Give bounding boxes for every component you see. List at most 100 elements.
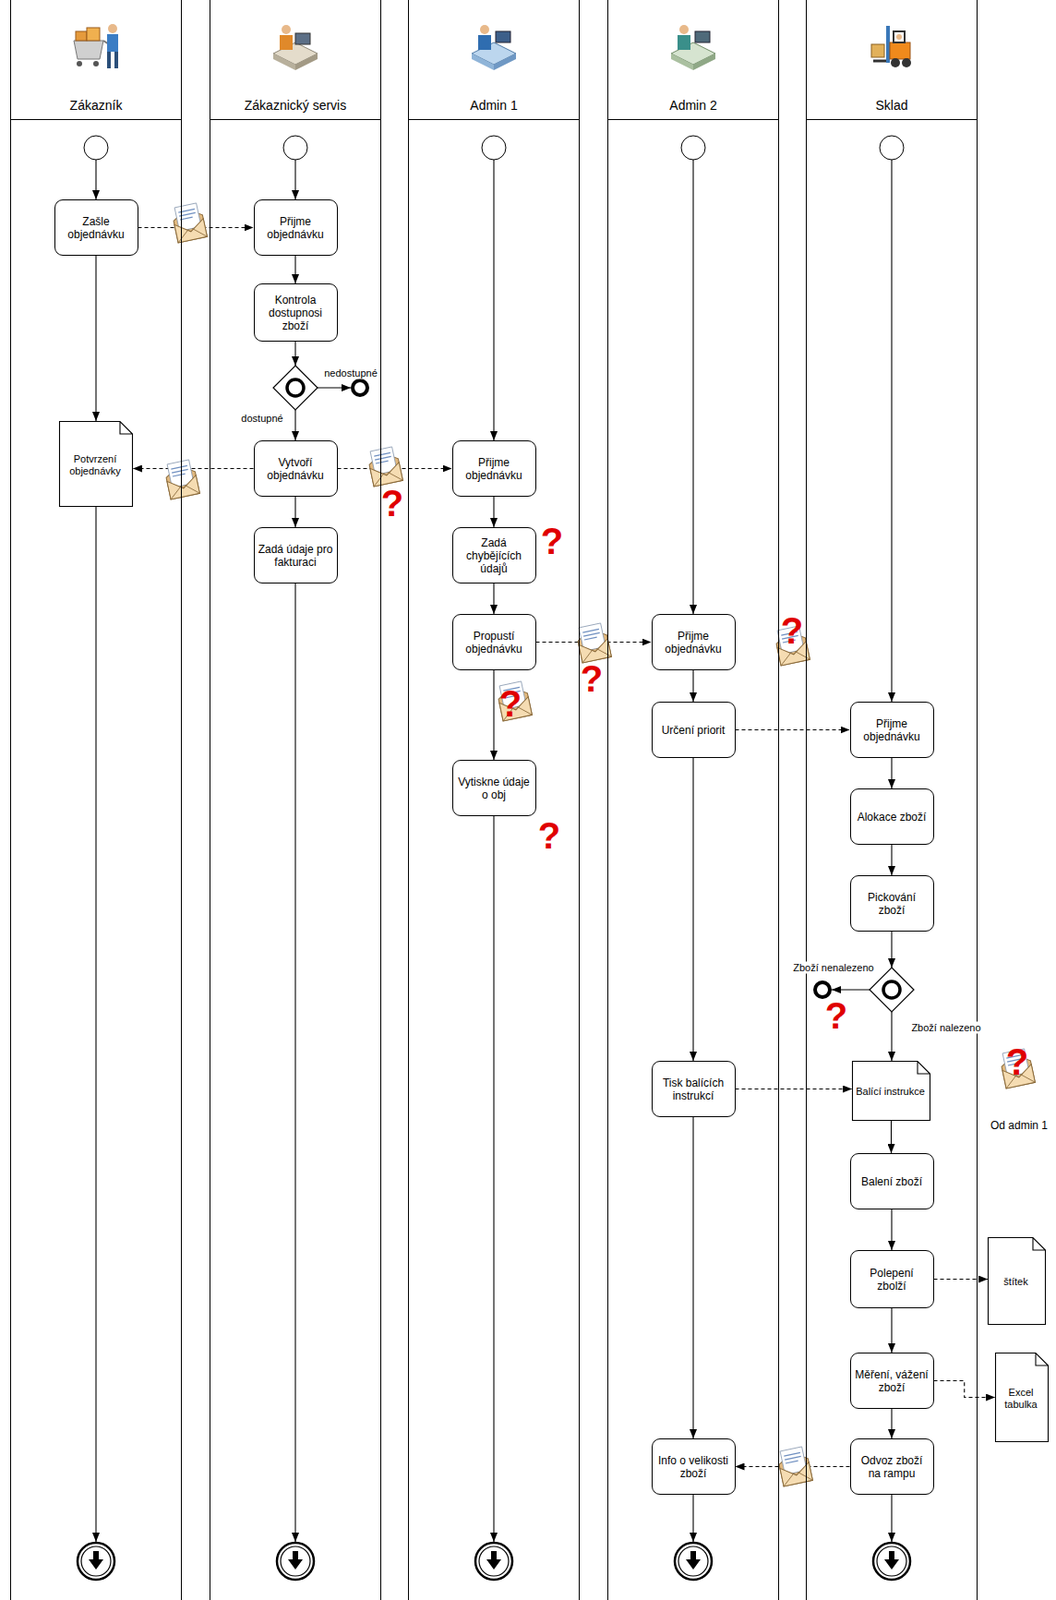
question-mark: ? <box>1006 1042 1029 1081</box>
message-flow <box>934 1380 996 1398</box>
task-label: Přijme objednávku <box>456 456 532 482</box>
document-label: štítek <box>1003 1275 1028 1288</box>
message-flow <box>735 1088 853 1090</box>
lane-header: Admin 1 <box>408 0 579 120</box>
question-mark: ? <box>580 659 603 698</box>
task-label: Určení priorit <box>661 723 726 737</box>
sequence-flow <box>692 757 694 1061</box>
message-flow <box>934 1278 989 1280</box>
flow-label: Zboží nalezeno <box>909 1021 983 1034</box>
document-shape: Potvrzení objednávky <box>59 420 133 507</box>
task-box: Balení zboží <box>850 1152 935 1210</box>
note-label: Od admin 1 <box>988 1118 1050 1132</box>
flow-line <box>95 159 96 200</box>
flow-line <box>492 159 494 441</box>
flow-label: Zboží nenalezeno <box>791 961 876 974</box>
document-shape: Excel tabulka <box>995 1352 1049 1442</box>
sequence-flow <box>492 670 494 760</box>
sequence-flow <box>95 255 96 421</box>
task-label: Balení zboží <box>861 1175 923 1188</box>
customer-icon <box>73 24 119 69</box>
task-box: Pickování zboží <box>850 875 935 932</box>
swimlane: Admin 1 Přijme objednávkuZadá chybějících… <box>408 0 580 1600</box>
sequence-flow <box>890 1120 892 1153</box>
flow-line <box>294 341 296 366</box>
flow-line <box>890 159 892 702</box>
task-label: Pickování zboží <box>854 890 930 917</box>
flow-line <box>890 1494 892 1542</box>
lane-header: Zákaznický servis <box>210 0 381 120</box>
forklift-icon <box>871 25 912 68</box>
task-label: Zadá chybějících údajů <box>456 536 532 576</box>
task-box: Alokace zboží <box>850 788 935 845</box>
task-box: Přijme objednávku <box>452 440 537 497</box>
task-box: Info o velikosti zboží <box>651 1438 736 1495</box>
sequence-flow <box>890 1308 892 1353</box>
flow-line <box>294 583 296 1542</box>
sequence-flow <box>492 583 494 614</box>
lane-title: Admin 1 <box>469 97 517 113</box>
admin-icon <box>671 24 716 71</box>
task-box: Odvoz zboží na rampu <box>850 1438 935 1495</box>
message-flow <box>132 468 254 469</box>
task-label: Tisk balících instrukcí <box>656 1076 732 1103</box>
flow-line <box>692 1494 694 1542</box>
end-event <box>77 1542 911 1580</box>
flow-line <box>692 159 694 614</box>
question-mark: ? <box>780 611 804 650</box>
task-label: Propustí objednávku <box>456 629 532 656</box>
task-label: Info o velikosti zboží <box>656 1453 732 1480</box>
lane-title: Zákazník <box>70 97 123 113</box>
end-event <box>352 380 830 997</box>
task-label: Zadá údaje pro fakturaci <box>258 542 334 569</box>
document-label: Excel tabulka <box>998 1386 1044 1411</box>
question-mark: ? <box>381 483 404 523</box>
document-shape: Balící instrukce <box>852 1060 931 1121</box>
flow-line <box>890 1011 892 1061</box>
task-box: Měření, vážení zboží <box>850 1352 935 1409</box>
message-flow <box>735 729 851 731</box>
flow-line <box>317 386 351 388</box>
task-box: Přijme objednávku <box>253 199 338 256</box>
sequence-flow <box>492 496 494 528</box>
swimlane: SkladPřijme objednávkuAlokace zbožíPicko… <box>805 0 978 1600</box>
sequence-flow <box>890 1209 892 1250</box>
message-envelope <box>163 202 1035 1487</box>
task-box: Přijme objednávku <box>850 701 935 758</box>
lane-header: Sklad <box>806 0 977 120</box>
flow-line <box>492 816 494 1542</box>
swimlane: Zákaznický servisPřijme objednávkuKontro… <box>209 0 382 1600</box>
task-box: Zašle objednávku <box>54 199 139 256</box>
question-mark: ? <box>538 816 561 855</box>
task-label: Kontrola dostupnosi zboží <box>258 293 334 333</box>
question-mark: ? <box>825 996 848 1035</box>
lane-header: Admin 2 <box>608 0 779 120</box>
task-box: Zadá údaje pro fakturaci <box>253 527 338 584</box>
lane-title: Admin 2 <box>669 97 717 113</box>
sequence-flow <box>692 1116 694 1439</box>
task-box: Vytiskne údaje o obj <box>452 759 537 816</box>
task-label: Přijme objednávku <box>258 215 334 241</box>
service-icon <box>273 24 318 71</box>
admin-icon <box>471 24 516 71</box>
task-box: Zadá chybějících údajů <box>452 527 537 584</box>
sequence-flow <box>294 496 296 528</box>
document-shape: štítek <box>987 1236 1046 1325</box>
sequence-flow <box>890 757 892 789</box>
flow-line <box>95 506 96 1542</box>
task-box: Polepení zbolží <box>850 1249 935 1308</box>
sequence-flow <box>294 255 296 284</box>
lane-title: Sklad <box>875 97 908 113</box>
task-label: Zašle objednávku <box>59 215 134 241</box>
task-label: Měření, vážení zboží <box>854 1368 930 1394</box>
document-label: Balící instrukce <box>855 1085 925 1098</box>
question-mark: ? <box>540 521 564 561</box>
task-label: Vytvoří objednávku <box>258 456 334 482</box>
flow-label: dostupné <box>239 412 285 425</box>
flow-line <box>294 409 296 441</box>
start-event <box>84 135 904 160</box>
sequence-flow <box>890 844 892 876</box>
swimlane: ZákazníkZašle objednávkuPotvrzení objedn… <box>10 0 182 1600</box>
gateway <box>273 365 914 1012</box>
